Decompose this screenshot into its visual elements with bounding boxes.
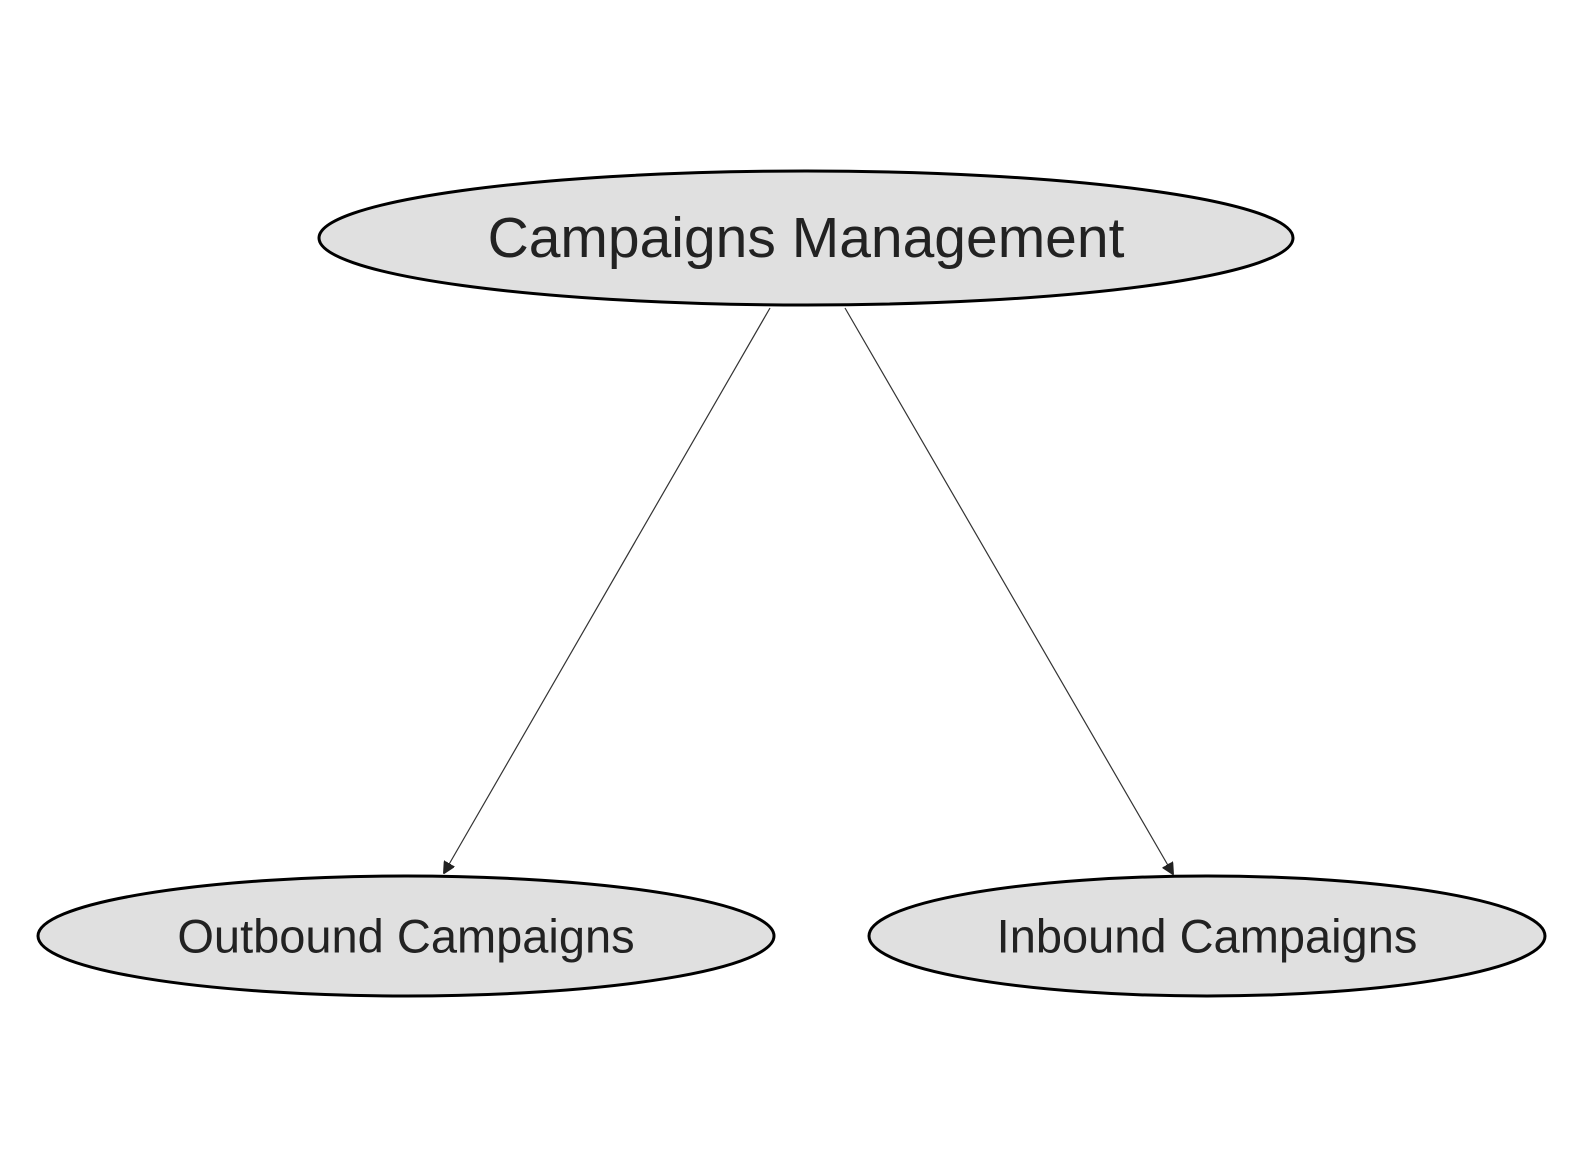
node-ellipse: [317, 169, 1295, 307]
node-ellipse: [36, 874, 776, 998]
node-ellipse: [867, 874, 1547, 998]
edge-root-to-inbound: [844, 307, 1173, 874]
node-campaigns-management[interactable]: Campaigns Management: [317, 169, 1295, 307]
node-label: Inbound Campaigns: [997, 910, 1418, 963]
node-label: Outbound Campaigns: [177, 910, 634, 963]
node-label: Campaigns Management: [488, 206, 1125, 270]
edge-root-to-outbound: [444, 307, 771, 873]
edge-line: [444, 307, 771, 873]
edge-line: [844, 307, 1173, 874]
node-inbound-campaigns[interactable]: Inbound Campaigns: [867, 874, 1547, 998]
node-outbound-campaigns[interactable]: Outbound Campaigns: [36, 874, 776, 998]
